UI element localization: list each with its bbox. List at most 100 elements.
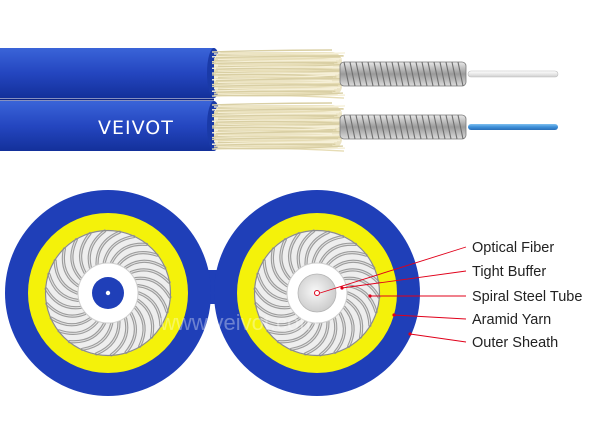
yarn-strand xyxy=(213,56,342,61)
left-fiber-center xyxy=(105,290,111,296)
steel-coil xyxy=(367,114,374,140)
steel-coil xyxy=(409,61,416,87)
yarn-strand xyxy=(217,115,336,120)
yarn-strand xyxy=(215,108,341,112)
steel-coil xyxy=(391,114,398,140)
steel-coil xyxy=(421,114,428,140)
yarn-strand xyxy=(215,55,341,59)
yarn-strand xyxy=(217,84,340,89)
steel-coil xyxy=(343,61,350,87)
label-tight-buffer: Tight Buffer xyxy=(472,264,546,280)
lower-aramid-yarn xyxy=(211,102,346,152)
steel-coil xyxy=(451,114,458,140)
steel-coil xyxy=(349,114,356,140)
yarn-strand xyxy=(211,102,333,106)
yarn-strand xyxy=(217,62,336,67)
yarn-strand xyxy=(211,61,335,65)
label-optical-fiber: Optical Fiber xyxy=(472,240,554,256)
leader-optical-fiber xyxy=(319,246,467,294)
label-spiral-steel-tube: Spiral Steel Tube xyxy=(472,289,582,305)
steel-coil xyxy=(379,114,386,140)
steel-coil xyxy=(361,61,368,87)
steel-coil xyxy=(433,61,440,87)
steel-coil xyxy=(433,114,440,140)
steel-coil xyxy=(451,61,458,87)
steel-coil xyxy=(343,114,350,140)
leader-lines xyxy=(319,246,467,343)
yarn-strand xyxy=(215,90,333,93)
label-outer-sheath: Outer Sheath xyxy=(472,335,558,351)
yarn-strand xyxy=(215,59,337,64)
cable-cross-section: www.veivot.com xyxy=(5,190,420,396)
steel-coil xyxy=(373,61,380,87)
steel-coil xyxy=(397,61,404,87)
leader-aramid-yarn xyxy=(393,314,467,320)
lower-blue-fiber xyxy=(468,124,558,130)
yarn-strand xyxy=(217,137,340,142)
yarn-strand xyxy=(213,109,342,114)
leader-tight-buffer xyxy=(341,270,467,289)
yarn-strand xyxy=(211,141,335,145)
steel-coil xyxy=(391,61,398,87)
yarn-strand xyxy=(215,112,337,117)
steel-coil xyxy=(355,114,362,140)
steel-coil xyxy=(439,114,446,140)
steel-coil xyxy=(385,114,392,140)
upper-white-fiber xyxy=(467,70,559,78)
callouts: Optical Fiber Tight Buffer Spiral Steel … xyxy=(319,240,582,351)
upper-sheath xyxy=(0,48,214,98)
yarn-strand xyxy=(215,67,343,71)
yarn-strand xyxy=(213,92,344,97)
steel-coil xyxy=(445,114,452,140)
steel-coil xyxy=(403,61,410,87)
yarn-strand xyxy=(211,66,345,70)
steel-coil xyxy=(361,114,368,140)
yarn-strand xyxy=(215,120,343,124)
leader-dots xyxy=(340,286,412,336)
right-fiber-center xyxy=(314,290,320,296)
yarn-strand xyxy=(215,130,345,135)
steel-coil xyxy=(409,114,416,140)
yarn-strand xyxy=(213,91,334,95)
upper-aramid-yarn xyxy=(211,49,346,99)
yarn-strand xyxy=(215,72,339,75)
yarn-strand xyxy=(215,77,345,82)
steel-coil xyxy=(367,61,374,87)
cable-side-view: VEIVOT xyxy=(0,48,559,152)
steel-coil xyxy=(415,114,422,140)
steel-coil xyxy=(445,61,452,87)
steel-coil xyxy=(457,114,464,140)
yarn-strand xyxy=(211,137,339,141)
yarn-strand xyxy=(211,49,333,53)
lower-sheath xyxy=(0,101,214,151)
yarn-strand xyxy=(215,125,339,128)
steel-coil xyxy=(397,114,404,140)
steel-coil xyxy=(427,61,434,87)
left-spiral-steel-tube xyxy=(44,229,172,357)
watermark: www.veivot.com xyxy=(159,310,318,335)
yarn-strand xyxy=(215,143,333,146)
steel-coil xyxy=(379,61,386,87)
steel-coil xyxy=(421,61,428,87)
label-aramid-yarn: Aramid Yarn xyxy=(472,312,551,328)
steel-coil xyxy=(427,114,434,140)
leader-outer-sheath xyxy=(409,333,467,343)
steel-coil xyxy=(439,61,446,87)
right-spiral-steel-tube xyxy=(253,229,381,357)
yarn-strand xyxy=(211,88,335,92)
steel-coil xyxy=(349,61,356,87)
steel-coil xyxy=(403,114,410,140)
steel-coil xyxy=(457,61,464,87)
yarn-strand xyxy=(211,84,339,88)
brand-label: VEIVOT xyxy=(98,117,174,139)
steel-coil xyxy=(415,61,422,87)
yarn-strand xyxy=(211,119,345,123)
yarn-strand xyxy=(213,144,334,148)
lower-spiral-steel-tube xyxy=(339,114,467,140)
upper-spiral-steel-tube xyxy=(339,61,467,87)
steel-coil xyxy=(373,114,380,140)
yarn-strand xyxy=(213,145,344,150)
steel-coil xyxy=(355,61,362,87)
yarn-strand xyxy=(211,114,335,118)
